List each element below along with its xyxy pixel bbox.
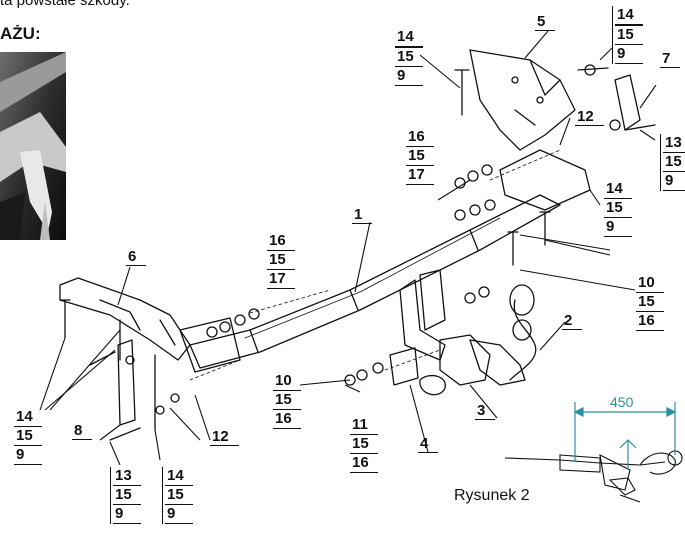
- part-label-7: 7: [660, 50, 681, 68]
- callout-stack-left-14: 14 15 9: [14, 408, 42, 465]
- plate: [389, 347, 419, 386]
- part-label-12-lower: 12: [210, 428, 239, 446]
- callout-stack-center-11: 11 15 16: [350, 416, 378, 473]
- part-label-8: 8: [72, 422, 93, 440]
- callout-stack-top-right: 14 15 9: [612, 6, 643, 64]
- part-label-2: 2: [562, 312, 583, 330]
- callout-stack-bottom-13: 13 15 9: [110, 467, 141, 524]
- top-text: ta powstałe szkody.: [0, 0, 130, 9]
- callout-stack-center-10: 10 15 16: [273, 372, 301, 429]
- callout-stack-left-16: 16 15 17: [267, 232, 295, 289]
- part-label-5: 5: [535, 13, 556, 31]
- figure-2-drawing: [504, 450, 683, 503]
- socket: [439, 334, 491, 386]
- callout-stack-mid-16: 16 15 17: [406, 128, 434, 185]
- dimension-line: [573, 402, 677, 470]
- callout-stack-mid-14: 14 15 9: [604, 180, 632, 237]
- part-label-4: 4: [418, 435, 439, 453]
- installation-photo: [0, 52, 66, 240]
- part-label-12-upper: 12: [575, 108, 604, 126]
- figure-caption: Rysunek 2: [454, 487, 530, 504]
- left-bracket: [59, 277, 191, 361]
- section-heading: AŻU:: [0, 24, 41, 43]
- part-label-3: 3: [475, 402, 496, 420]
- dimension-value: 450: [610, 394, 634, 410]
- callout-stack-bottom-14: 14 15 9: [162, 467, 193, 524]
- callout-stack-top-left: 14 15 9: [395, 28, 423, 86]
- part-label-1: 1: [352, 206, 373, 224]
- right-bracket: [469, 49, 576, 151]
- crossbar: [189, 194, 561, 369]
- part-label-6: 6: [126, 248, 147, 266]
- callout-stack-right-13: 13 15 9: [660, 134, 685, 191]
- photo-image: [0, 52, 66, 240]
- hitch-body: [469, 339, 526, 386]
- callout-stack-right-10: 10 15 16: [636, 274, 664, 331]
